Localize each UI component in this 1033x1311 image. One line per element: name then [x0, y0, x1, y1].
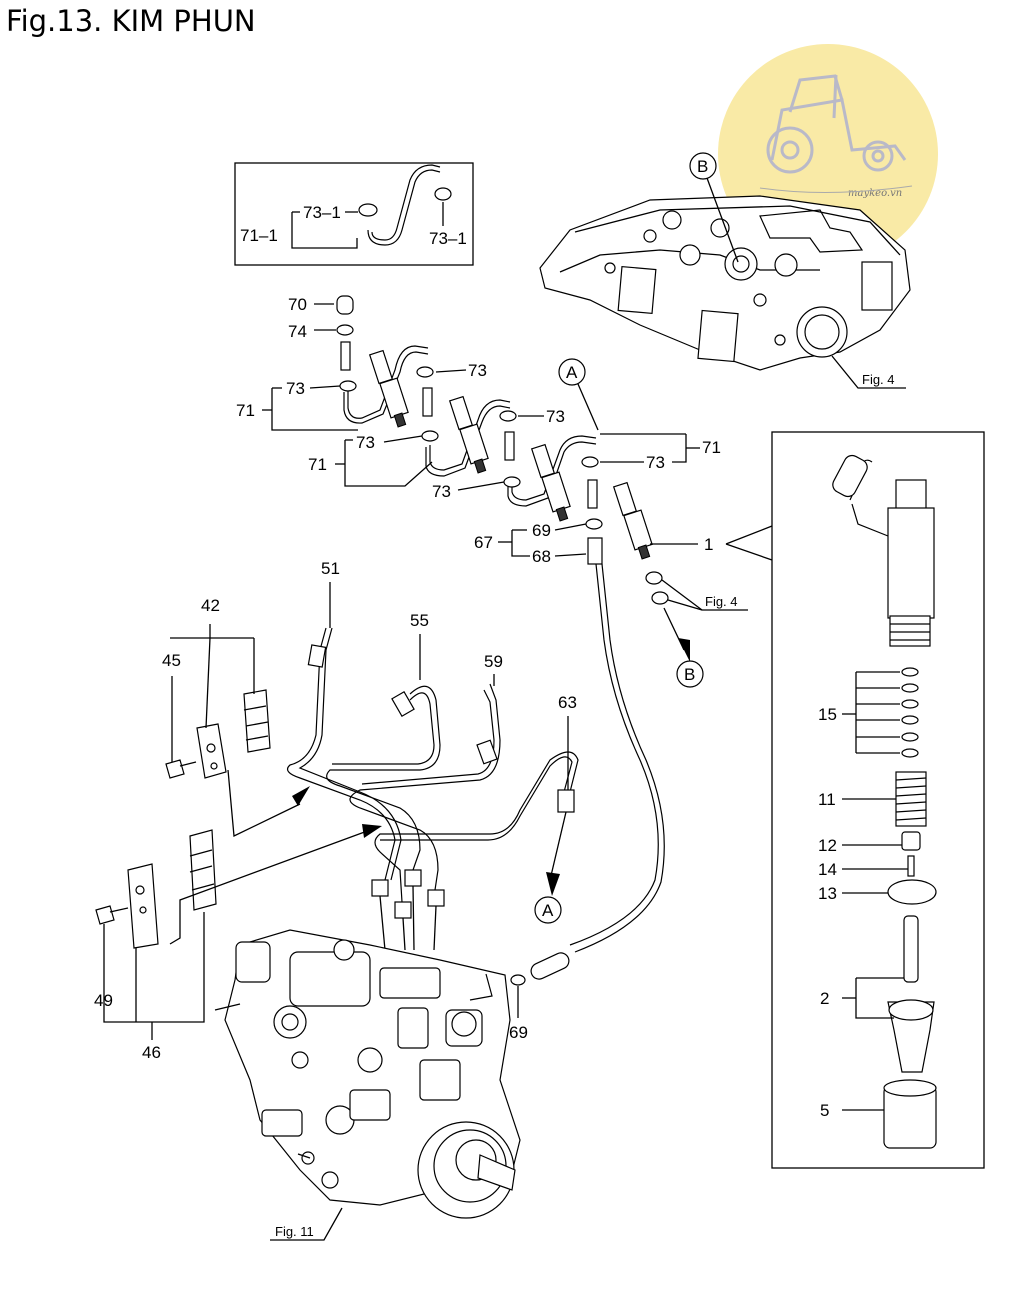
injector-2: [448, 395, 489, 474]
callout-73: 73: [546, 407, 565, 426]
injection-pump: Fig. 11: [214, 929, 570, 1241]
seal-washer: [645, 571, 663, 585]
callout-45: 45: [162, 651, 181, 670]
injector-1: [368, 349, 409, 428]
inset-frame: [234, 162, 474, 266]
marker-b-bottom: [676, 660, 704, 688]
callout-51: 51: [321, 559, 340, 578]
callout-13: 13: [818, 884, 837, 903]
banjo-fitting: [340, 341, 351, 371]
hose-68: [587, 537, 603, 565]
spring-11: [895, 771, 927, 827]
callout-71: 71: [702, 438, 721, 457]
shims-15: [901, 667, 919, 758]
injector-4: [612, 481, 653, 560]
inset-71-1: 71–1 73–1 73–1: [234, 162, 474, 266]
marker-b-top-label: B: [697, 157, 708, 176]
callout-73: 73: [432, 482, 451, 501]
fig-ref-head: Fig. 4: [862, 372, 895, 387]
distance-piece-13: [887, 879, 937, 905]
detail-frame: [771, 431, 985, 1169]
seal-washer: [651, 591, 669, 605]
callout-68: 68: [532, 547, 551, 566]
pipe-clamps: [95, 624, 382, 1040]
callout-2: 2: [820, 989, 829, 1008]
injector-3: [530, 443, 571, 522]
marker-a-middle-label: A: [566, 363, 578, 382]
cylinder-head: Fig. 4: [539, 195, 911, 389]
callout-69: 69: [509, 1023, 528, 1042]
callout-74: 74: [288, 322, 307, 341]
fig-ref-pump: Fig. 11: [275, 1224, 314, 1239]
callout-59: 59: [484, 652, 503, 671]
callout-69: 69: [532, 521, 551, 540]
callout-71: 71: [308, 455, 327, 474]
callout-49: 49: [94, 991, 113, 1010]
callout-71: 71: [236, 401, 255, 420]
callout-67: 67: [474, 533, 493, 552]
callout-11: 11: [818, 790, 836, 809]
callout-55: 55: [410, 611, 429, 630]
callout-73: 73: [286, 379, 305, 398]
callout-63: 63: [558, 693, 577, 712]
tractor-icon: [766, 74, 907, 174]
callout-73: 73: [468, 361, 487, 380]
label-73-1-left: 73–1: [303, 203, 341, 222]
cap-70: [336, 295, 354, 315]
marker-b-bottom-label: B: [684, 665, 695, 684]
callout-12: 12: [818, 836, 837, 855]
callout-1: 1: [704, 535, 713, 554]
marker-a-bottom: [534, 896, 562, 924]
watermark-text: maykeo.vn: [848, 188, 902, 199]
marker-a-middle: [558, 358, 586, 386]
nozzle-body-2: [887, 1001, 935, 1073]
spring-seat-12: [901, 831, 921, 851]
marker-b-top: [689, 152, 717, 180]
marker-a-bottom-label: A: [542, 901, 554, 920]
injector-detail-inset: [725, 431, 985, 1169]
callout-labels: 70 74 73 71 73 73 73 71 71 73 73 69 67 6…: [94, 295, 837, 1120]
needle-2: [903, 915, 919, 983]
callout-73: 73: [356, 433, 375, 452]
label-71-1: 71–1: [240, 226, 278, 245]
label-73-1-right: 73–1: [429, 229, 467, 248]
callout-14: 14: [818, 860, 837, 879]
callout-15: 15: [818, 705, 837, 724]
page-title: Fig.13. KIM PHUN: [6, 4, 256, 38]
injection-pipes: [287, 582, 579, 951]
fig-ref-nozzle: Fig. 4: [705, 594, 738, 609]
callout-73: 73: [646, 453, 665, 472]
leak-off-pipe-assembly: Fig. 4: [336, 295, 748, 953]
callout-46: 46: [142, 1043, 161, 1062]
callout-5: 5: [820, 1101, 829, 1120]
callout-70: 70: [288, 295, 307, 314]
callout-42: 42: [201, 596, 220, 615]
pin-14: [907, 855, 915, 877]
clip-74: [336, 324, 354, 336]
